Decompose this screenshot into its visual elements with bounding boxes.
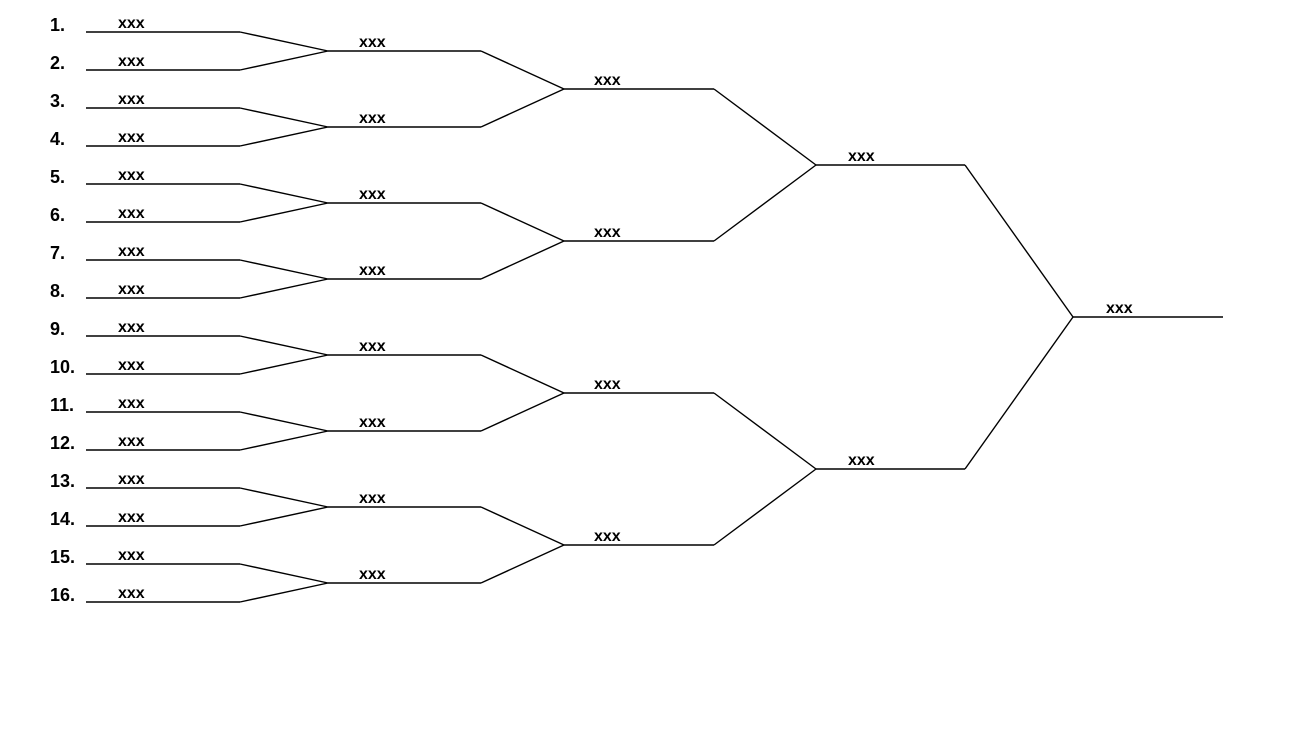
slot-label: xxx: [118, 433, 145, 450]
seed-number: 16.: [50, 585, 75, 605]
slot-label: xxx: [118, 91, 145, 108]
connector-line: [713, 392, 817, 470]
seed-number: 2.: [50, 53, 65, 73]
seed-number: 15.: [50, 547, 75, 567]
connector-line: [480, 354, 565, 394]
connector-line: [239, 278, 329, 299]
connector-line: [239, 563, 329, 584]
slot-label: xxx: [594, 224, 621, 241]
slot-label: xxx: [118, 319, 145, 336]
slot-label: xxx: [359, 186, 386, 203]
slot-label: xxx: [118, 547, 145, 564]
slot-label: xxx: [359, 566, 386, 583]
connector-line: [480, 50, 565, 90]
slot-label: xxx: [848, 148, 875, 165]
seed-number: 7.: [50, 243, 65, 263]
connector-line: [713, 468, 817, 546]
seed-number: 12.: [50, 433, 75, 453]
slot-label: xxx: [118, 205, 145, 222]
seed-number: 14.: [50, 509, 75, 529]
seed-number: 10.: [50, 357, 75, 377]
slot-label: xxx: [359, 34, 386, 51]
slot-label: xxx: [594, 528, 621, 545]
slot-label: xxx: [848, 452, 875, 469]
seed-number: 11.: [50, 395, 74, 415]
connector-line: [239, 506, 329, 527]
slot-label: xxx: [359, 110, 386, 127]
connector-line: [480, 544, 565, 584]
connector-line: [239, 107, 329, 128]
connector-line: [480, 506, 565, 546]
slot-label: xxx: [118, 509, 145, 526]
connector-line: [239, 430, 329, 451]
slot-label: xxx: [118, 167, 145, 184]
slot-label: xxx: [118, 471, 145, 488]
connector-line: [239, 50, 329, 71]
connector-line: [964, 316, 1074, 470]
connector-line: [713, 88, 817, 166]
slot-label: xxx: [118, 395, 145, 412]
connector-line: [239, 411, 329, 432]
slot-label: xxx: [594, 72, 621, 89]
slot-label: xxx: [1106, 300, 1133, 317]
slot-label: xxx: [359, 262, 386, 279]
connector-line: [239, 582, 329, 603]
seed-number: 5.: [50, 167, 65, 187]
slot-label: xxx: [359, 338, 386, 355]
seed-number: 1.: [50, 15, 65, 35]
bracket-lines: [86, 31, 1223, 603]
connector-line: [239, 354, 329, 375]
seed-number: 13.: [50, 471, 75, 491]
slot-label: xxx: [118, 281, 145, 298]
connector-line: [480, 202, 565, 242]
slot-label: xxx: [359, 490, 386, 507]
slot-label: xxx: [594, 376, 621, 393]
connector-line: [239, 259, 329, 280]
slot-label: xxx: [118, 357, 145, 374]
seed-number: 8.: [50, 281, 65, 301]
connector-line: [480, 392, 565, 432]
seed-number: 4.: [50, 129, 65, 149]
slot-label: xxx: [118, 15, 145, 32]
connector-line: [239, 31, 329, 52]
connector-line: [480, 88, 565, 128]
connector-line: [239, 126, 329, 147]
connector-line: [239, 487, 329, 508]
seed-number: 9.: [50, 319, 65, 339]
bracket-labels: 1. 2. 3. 4. 5. 6. 7. 8. 9. 10. 11. 12. 13. 14. 15. 16. x…: [50, 15, 1133, 605]
connector-line: [239, 202, 329, 223]
connector-line: [713, 164, 817, 242]
connector-line: [239, 183, 329, 204]
connector-line: [239, 335, 329, 356]
slot-label: xxx: [118, 243, 145, 260]
connector-line: [480, 240, 565, 280]
slot-label: xxx: [118, 585, 145, 602]
slot-label: xxx: [359, 414, 386, 431]
connector-line: [964, 164, 1074, 318]
slot-label: xxx: [118, 53, 145, 70]
seed-number: 6.: [50, 205, 65, 225]
slot-label: xxx: [118, 129, 145, 146]
seed-number: 3.: [50, 91, 65, 111]
